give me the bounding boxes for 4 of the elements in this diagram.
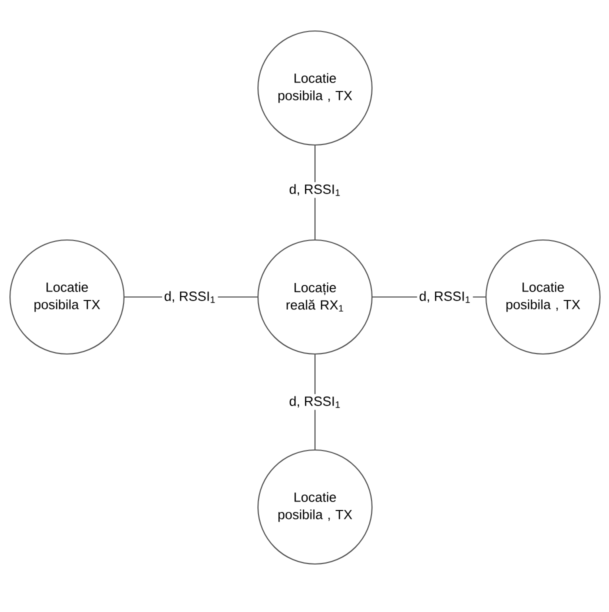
- edge-label: d, RSSI$_{1}$: [287, 394, 343, 410]
- edge-label: d, RSSI$_{1}$: [417, 289, 473, 305]
- edge-label: d, RSSI$_{1}$: [162, 289, 218, 305]
- edge-label: d, RSSI$_{1}$: [287, 182, 343, 198]
